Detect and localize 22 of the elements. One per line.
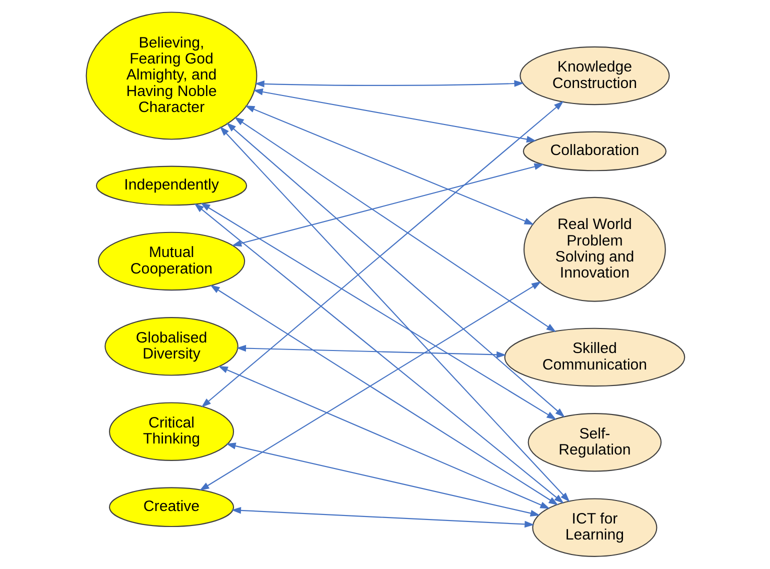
arrow xyxy=(218,366,550,509)
arrow xyxy=(244,106,534,225)
arrow xyxy=(219,126,570,502)
arrow xyxy=(234,116,556,332)
node-ellipse: Globalised Diversity xyxy=(104,317,238,376)
node-ellipse: Knowledge Construction xyxy=(519,46,670,106)
arrow xyxy=(230,507,534,528)
arrow xyxy=(200,202,556,420)
node-ellipse: Critical Thinking xyxy=(108,402,234,461)
node-ellipse: Self-Regulation xyxy=(527,413,662,472)
node-ellipse: Creative xyxy=(108,487,234,528)
arrow xyxy=(254,80,524,88)
node-ellipse: Skilled Communication xyxy=(504,328,685,387)
arrow xyxy=(226,122,564,418)
node-ellipse: Mutual Cooperation xyxy=(97,232,245,291)
node-ellipse: Independently xyxy=(95,166,247,206)
arrow xyxy=(194,203,564,504)
arrow xyxy=(200,101,564,408)
arrow xyxy=(236,344,506,358)
arrow xyxy=(226,442,540,517)
arrow xyxy=(231,163,544,247)
arrow xyxy=(252,88,536,143)
